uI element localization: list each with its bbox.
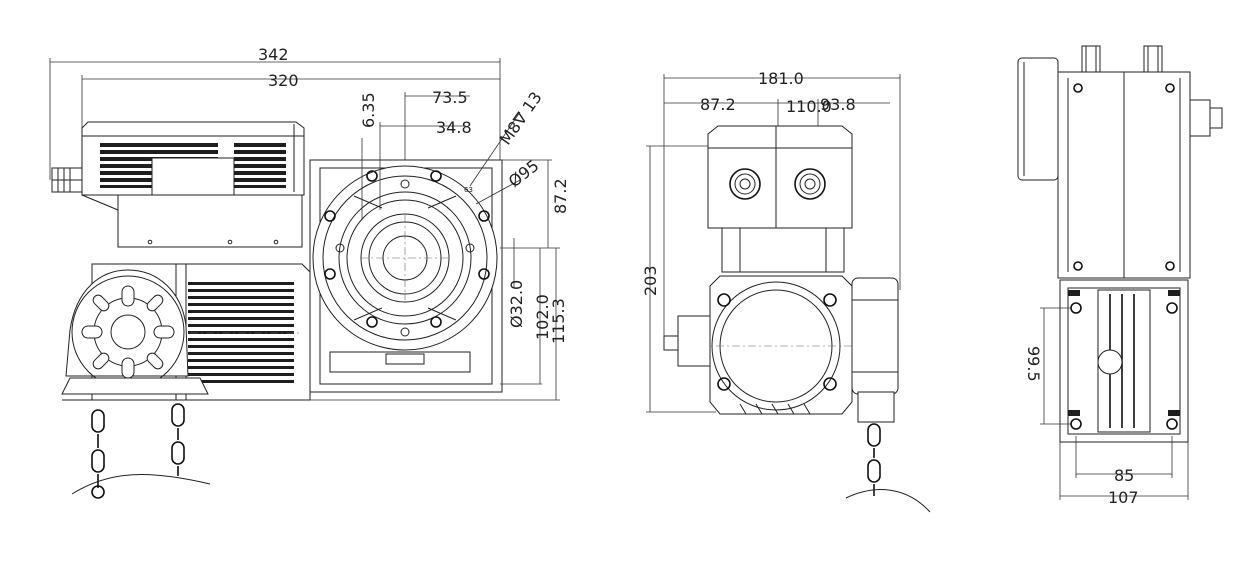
side-chain-wheel (851, 277, 899, 423)
side-hand-chain (867, 423, 881, 496)
dim-d32: Ø32.0 (507, 280, 526, 328)
wheel-slots (81, 285, 175, 379)
side-view: 181.0 87.2 110.0 93.8 203 (641, 69, 931, 513)
dim-85: 85 (1114, 466, 1134, 485)
end-gearbox (1059, 279, 1189, 443)
end-top-glands (1081, 45, 1163, 73)
cable-gland (51, 167, 83, 193)
end-right-gland (1189, 99, 1223, 137)
front-view: 342 320 (49, 45, 570, 499)
dim-93-8: 93.8 (820, 95, 856, 114)
gearbox-dims: 73.5 34.8 6.35 M8∇ 13 Ø95 87.2 Ø32.0 102… (310, 88, 570, 401)
side-cable-gland (677, 315, 711, 367)
dim-6-35: 6.35 (359, 92, 378, 128)
motor-fins (188, 282, 294, 383)
dim-342-label: 342 (258, 45, 289, 64)
break-curve (71, 474, 211, 495)
end-chain-wheel (1017, 57, 1059, 181)
end-control-box (1057, 71, 1191, 279)
side-gland-left (729, 168, 761, 200)
dim-320-label: 320 (268, 71, 299, 90)
side-motor-bolts (717, 293, 837, 391)
label-plate (151, 157, 235, 199)
marker-63: 63 (464, 186, 473, 194)
end-view: 99.5 85 107 (1017, 45, 1223, 507)
side-gland-right (794, 168, 826, 200)
dim-99-5: 99.5 (1024, 346, 1043, 382)
dim-73-5: 73.5 (432, 88, 468, 107)
dim-181: 181.0 (758, 69, 804, 88)
dim-m8: M8∇ 13 (496, 88, 546, 148)
side-control-box (707, 125, 853, 273)
dim-d95: Ø95 (505, 156, 543, 191)
dim-203: 203 (641, 265, 660, 296)
dim-107: 107 (1108, 488, 1139, 507)
dim-87-2: 87.2 (551, 178, 570, 214)
side-motor (700, 275, 860, 415)
hand-chain-right (171, 403, 185, 476)
dim-side-87-2: 87.2 (700, 95, 736, 114)
dim-102: 102.0 (533, 294, 552, 340)
gearbox: 63 (309, 159, 503, 393)
end-dims: 99.5 85 107 (1024, 307, 1189, 507)
control-box (51, 121, 305, 248)
dim-110: 110.0 (786, 97, 832, 116)
side-break-curve (845, 489, 931, 513)
side-dims-top: 181.0 87.2 110.0 93.8 203 (641, 69, 901, 413)
dim-34-8: 34.8 (436, 118, 472, 137)
chain-wheel (61, 269, 209, 401)
hand-chain-left (91, 409, 105, 499)
dim-320: 320 (81, 71, 500, 130)
gearbox-bolts (324, 170, 490, 337)
vent-right (234, 143, 286, 188)
dim-115-3: 115.3 (549, 298, 568, 344)
dim-342: 342 (49, 45, 501, 180)
